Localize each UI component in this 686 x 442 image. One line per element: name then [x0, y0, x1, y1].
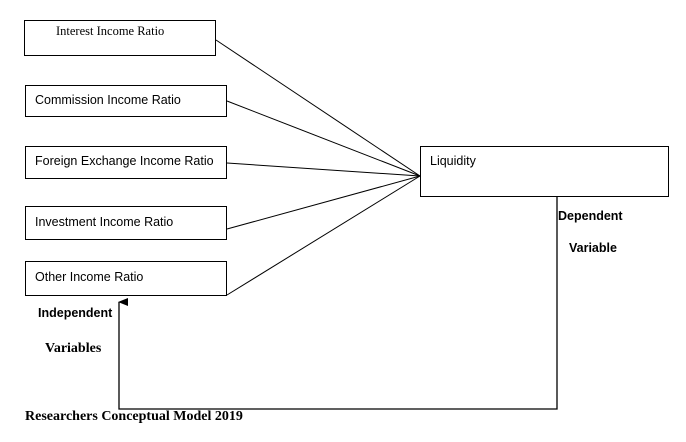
box-commission-income-ratio: Commission Income Ratio — [25, 85, 227, 117]
dependent-label-line2: Variable — [569, 241, 617, 255]
box-investment-income-ratio: Investment Income Ratio — [25, 206, 227, 240]
box-label: Other Income Ratio — [35, 270, 144, 284]
connector-foreign-exchange-to-liquidity — [226, 162, 421, 177]
connector-interest-to-liquidity — [215, 39, 421, 177]
diagram-caption: Researchers Conceptual Model 2019 — [25, 409, 243, 424]
box-label: Commission Income Ratio — [35, 93, 181, 107]
independent-label-line1: Independent — [38, 306, 113, 320]
box-foreign-exchange-income-ratio: Foreign Exchange Income Ratio — [25, 146, 227, 179]
connector-investment-to-liquidity — [226, 175, 421, 230]
box-interest-income-ratio: Interest Income Ratio — [24, 20, 216, 56]
box-label: Investment Income Ratio — [35, 215, 174, 229]
dependent-label-line1: Dependent — [558, 209, 623, 223]
box-liquidity: Liquidity — [420, 146, 669, 197]
connector-commission-to-liquidity — [226, 100, 421, 177]
feedback-arrow — [118, 197, 558, 410]
box-label: Interest Income Ratio — [56, 24, 165, 38]
box-label: Foreign Exchange Income Ratio — [35, 154, 214, 168]
independent-label-line2: Variables — [45, 341, 102, 356]
box-label: Liquidity — [430, 154, 476, 168]
box-other-income-ratio: Other Income Ratio — [25, 261, 227, 296]
connector-other-to-liquidity — [226, 175, 421, 296]
